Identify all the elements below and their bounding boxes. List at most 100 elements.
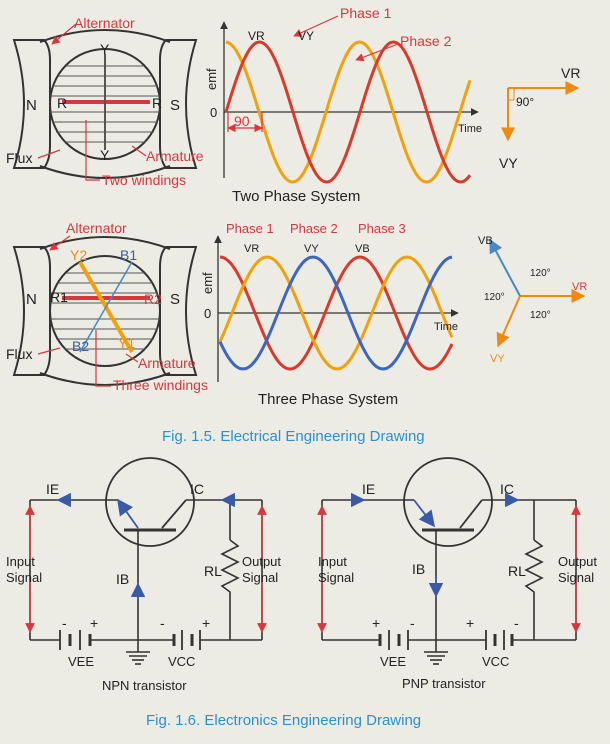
phase-2-wave bbox=[224, 40, 472, 184]
phasor-vr-label: VR bbox=[561, 65, 580, 81]
pole-north-label: N bbox=[26, 97, 37, 114]
transistor-body bbox=[105, 457, 195, 547]
coil-b2-label: B2 bbox=[72, 338, 89, 354]
phase-2-label: Phase 2 bbox=[290, 221, 338, 236]
phasor-vb-label: VB bbox=[478, 235, 493, 247]
coil-r2-label: R2 bbox=[144, 291, 162, 307]
vcc-battery bbox=[172, 630, 201, 650]
vcc-minus-sign: - bbox=[160, 615, 165, 631]
alternator-pointer bbox=[49, 235, 71, 251]
stator-left-pole bbox=[12, 246, 51, 376]
rl-label: RL bbox=[508, 563, 526, 579]
phase-1-pointer bbox=[293, 15, 339, 37]
emf-axis-label: emf bbox=[204, 68, 219, 90]
vcc-label: VCC bbox=[168, 654, 195, 669]
alternator-label: Alternator bbox=[74, 15, 135, 31]
phasor-vy-arrow bbox=[496, 295, 521, 348]
vee-plus-sign: + bbox=[90, 615, 98, 631]
vee-minus-sign: - bbox=[62, 615, 67, 631]
two-windings-pointer bbox=[85, 120, 100, 181]
angle-3-label: 120° bbox=[530, 310, 551, 321]
input-label-line-2: Signal bbox=[6, 570, 42, 585]
npn-circuit: IE IC IB RL Input Signal Output Signal -… bbox=[6, 457, 281, 693]
vcc-label: VCC bbox=[482, 654, 509, 669]
two-phase-alternator: N S R R Y Y Alternator Flux Armature Two… bbox=[6, 15, 204, 188]
two-phase-waveform: emf 0 Time Phase 1 Phase 2 VR VY 90 Two … bbox=[204, 5, 482, 205]
figure-1-5-caption: Fig. 1.5. Electrical Engineering Drawing bbox=[162, 428, 425, 445]
collector-lead bbox=[161, 499, 187, 529]
three-windings-pointer bbox=[95, 330, 111, 387]
alternator-pointer bbox=[51, 23, 77, 45]
output-label-line-1: Output bbox=[558, 554, 597, 569]
emf-axis-label: emf bbox=[200, 272, 215, 294]
zero-label: 0 bbox=[210, 105, 217, 120]
stator-right-pole bbox=[159, 39, 198, 169]
stator-bottom-arc bbox=[39, 372, 171, 386]
phase-3-wave bbox=[218, 255, 453, 371]
coil-y-bottom-label: Y bbox=[100, 147, 110, 163]
load-resistor bbox=[524, 539, 544, 600]
phase-2-label: Phase 2 bbox=[400, 33, 452, 49]
phasor-vy-label: VY bbox=[490, 353, 505, 365]
ie-label: IE bbox=[362, 481, 375, 497]
angle-2-label: 120° bbox=[484, 292, 505, 303]
flux-label: Flux bbox=[6, 346, 32, 362]
pole-south-label: S bbox=[170, 97, 180, 114]
alternator-label: Alternator bbox=[66, 220, 127, 236]
flux-pointer bbox=[37, 347, 61, 355]
flux-label: Flux bbox=[6, 150, 32, 166]
vcc-battery bbox=[485, 630, 514, 650]
ic-label: IC bbox=[500, 481, 514, 497]
angle-1-label: 120° bbox=[530, 268, 551, 279]
coil-y1-label: Y1 bbox=[118, 335, 135, 351]
phase-2-pointer bbox=[355, 43, 399, 62]
three-windings-label: Three windings bbox=[113, 377, 208, 393]
vy-label: VY bbox=[304, 243, 319, 255]
phasor-vy-label: VY bbox=[499, 155, 518, 171]
input-label-line-1: Input bbox=[318, 554, 347, 569]
vb-label: VB bbox=[355, 243, 370, 255]
vcc-plus-sign: + bbox=[466, 615, 474, 631]
coil-y2-label: Y2 bbox=[70, 247, 87, 263]
zero-label: 0 bbox=[204, 306, 211, 321]
three-phase-alternator: N S R1 R2 Y2 Y1 B1 B2 Alternator Flux Ar… bbox=[6, 220, 208, 393]
right-angle-mark bbox=[508, 88, 515, 101]
coil-r-right-label: R bbox=[152, 95, 162, 111]
three-phase-title: Three Phase System bbox=[258, 391, 398, 408]
output-label-line-1: Output bbox=[242, 554, 281, 569]
coil-y-top-label: Y bbox=[100, 41, 110, 57]
ground-symbol bbox=[424, 640, 448, 665]
vr-label: VR bbox=[248, 29, 265, 43]
input-label-line-1: Input bbox=[6, 554, 35, 569]
collector-lead bbox=[459, 499, 483, 529]
figure-1-6-caption: Fig. 1.6. Electronics Engineering Drawin… bbox=[146, 712, 421, 729]
vee-battery bbox=[378, 630, 409, 650]
vcc-plus-sign: + bbox=[202, 615, 210, 631]
phase-3-label: Phase 3 bbox=[358, 221, 406, 236]
phasor-angle-label: 90° bbox=[516, 95, 534, 109]
two-phase-phasor: VR VY 90° bbox=[499, 65, 580, 171]
emitter-lead bbox=[117, 498, 139, 529]
rl-label: RL bbox=[204, 563, 222, 579]
output-label-line-2: Signal bbox=[242, 570, 278, 585]
pole-south-label: S bbox=[170, 291, 180, 308]
vee-battery bbox=[59, 630, 92, 650]
time-axis-label: Time bbox=[458, 123, 482, 135]
time-axis-label: Time bbox=[434, 321, 458, 333]
phase-1-label: Phase 1 bbox=[226, 221, 274, 236]
vee-label: VEE bbox=[380, 654, 406, 669]
flux-pointer bbox=[37, 149, 61, 159]
phase-2-wave bbox=[218, 255, 454, 371]
coil-r1-label: R1 bbox=[50, 289, 68, 305]
load-resistor bbox=[220, 539, 240, 600]
ground-symbol bbox=[126, 640, 150, 665]
vr-label: VR bbox=[244, 243, 259, 255]
vee-minus-sign: - bbox=[410, 615, 415, 631]
phasor-vr-label: VR bbox=[572, 281, 587, 293]
transistor-body bbox=[403, 457, 493, 547]
stator-bottom-arc bbox=[39, 165, 171, 179]
armature-pointer bbox=[125, 353, 139, 363]
npn-title: NPN transistor bbox=[102, 678, 187, 693]
